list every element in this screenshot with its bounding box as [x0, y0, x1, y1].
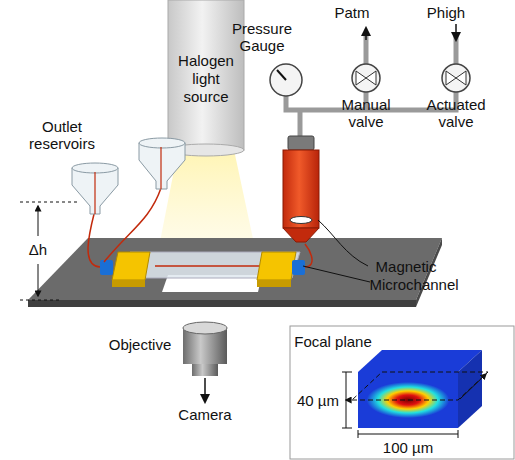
magnetic-leader [318, 220, 368, 266]
gauge-needle [277, 70, 286, 80]
channel-label: Microchannel [366, 276, 462, 293]
objective-top [183, 322, 227, 334]
dimension-label: Δh [23, 241, 53, 258]
pressure-gauge [270, 64, 302, 96]
stirrer-label: Magnetic [369, 258, 443, 275]
syringe-barrel [283, 150, 319, 228]
connector-blocks [100, 252, 305, 287]
focal-arrow [460, 374, 486, 399]
manual-valve [352, 64, 380, 92]
inset-dimensions [342, 372, 458, 438]
camera-arrow [204, 378, 206, 402]
dimension-label: 100 µm [378, 439, 438, 456]
objective-base [192, 364, 218, 376]
stir-bar [290, 217, 312, 224]
valve-label: Manual valve [336, 96, 396, 130]
lamp-label: Halogen light source [170, 52, 242, 106]
focal-label: Focal plane [291, 333, 375, 350]
microchannel-leader [303, 266, 370, 282]
supply-label: Phigh [421, 4, 471, 21]
height-dimension [20, 202, 80, 300]
inset-frame [290, 326, 514, 459]
stage-edge [28, 300, 416, 307]
tubing [88, 188, 312, 267]
focal-arrow-left [346, 400, 350, 401]
valve-label: Actuated valve [422, 96, 490, 130]
gas-lines [286, 34, 456, 136]
lamp-housing: Halogen light source [170, 52, 242, 106]
focal-plane [352, 372, 488, 400]
vent-label: Patm [330, 4, 374, 21]
actuated-valve [442, 64, 470, 92]
objective-label: Objective [100, 336, 180, 353]
camera-label: Camera [170, 406, 240, 423]
reservoir-label: Outlet reservoirs [22, 118, 102, 152]
supply-arrow [455, 24, 457, 40]
vent-arrow [365, 28, 367, 40]
dimension-label: 40 µm [295, 392, 341, 409]
syringe-tip [283, 228, 319, 242]
gauge-label: Pressure Gauge [227, 20, 297, 54]
channel [155, 265, 270, 267]
reservoir-tubes [95, 147, 161, 214]
syringe-cap [288, 136, 314, 150]
